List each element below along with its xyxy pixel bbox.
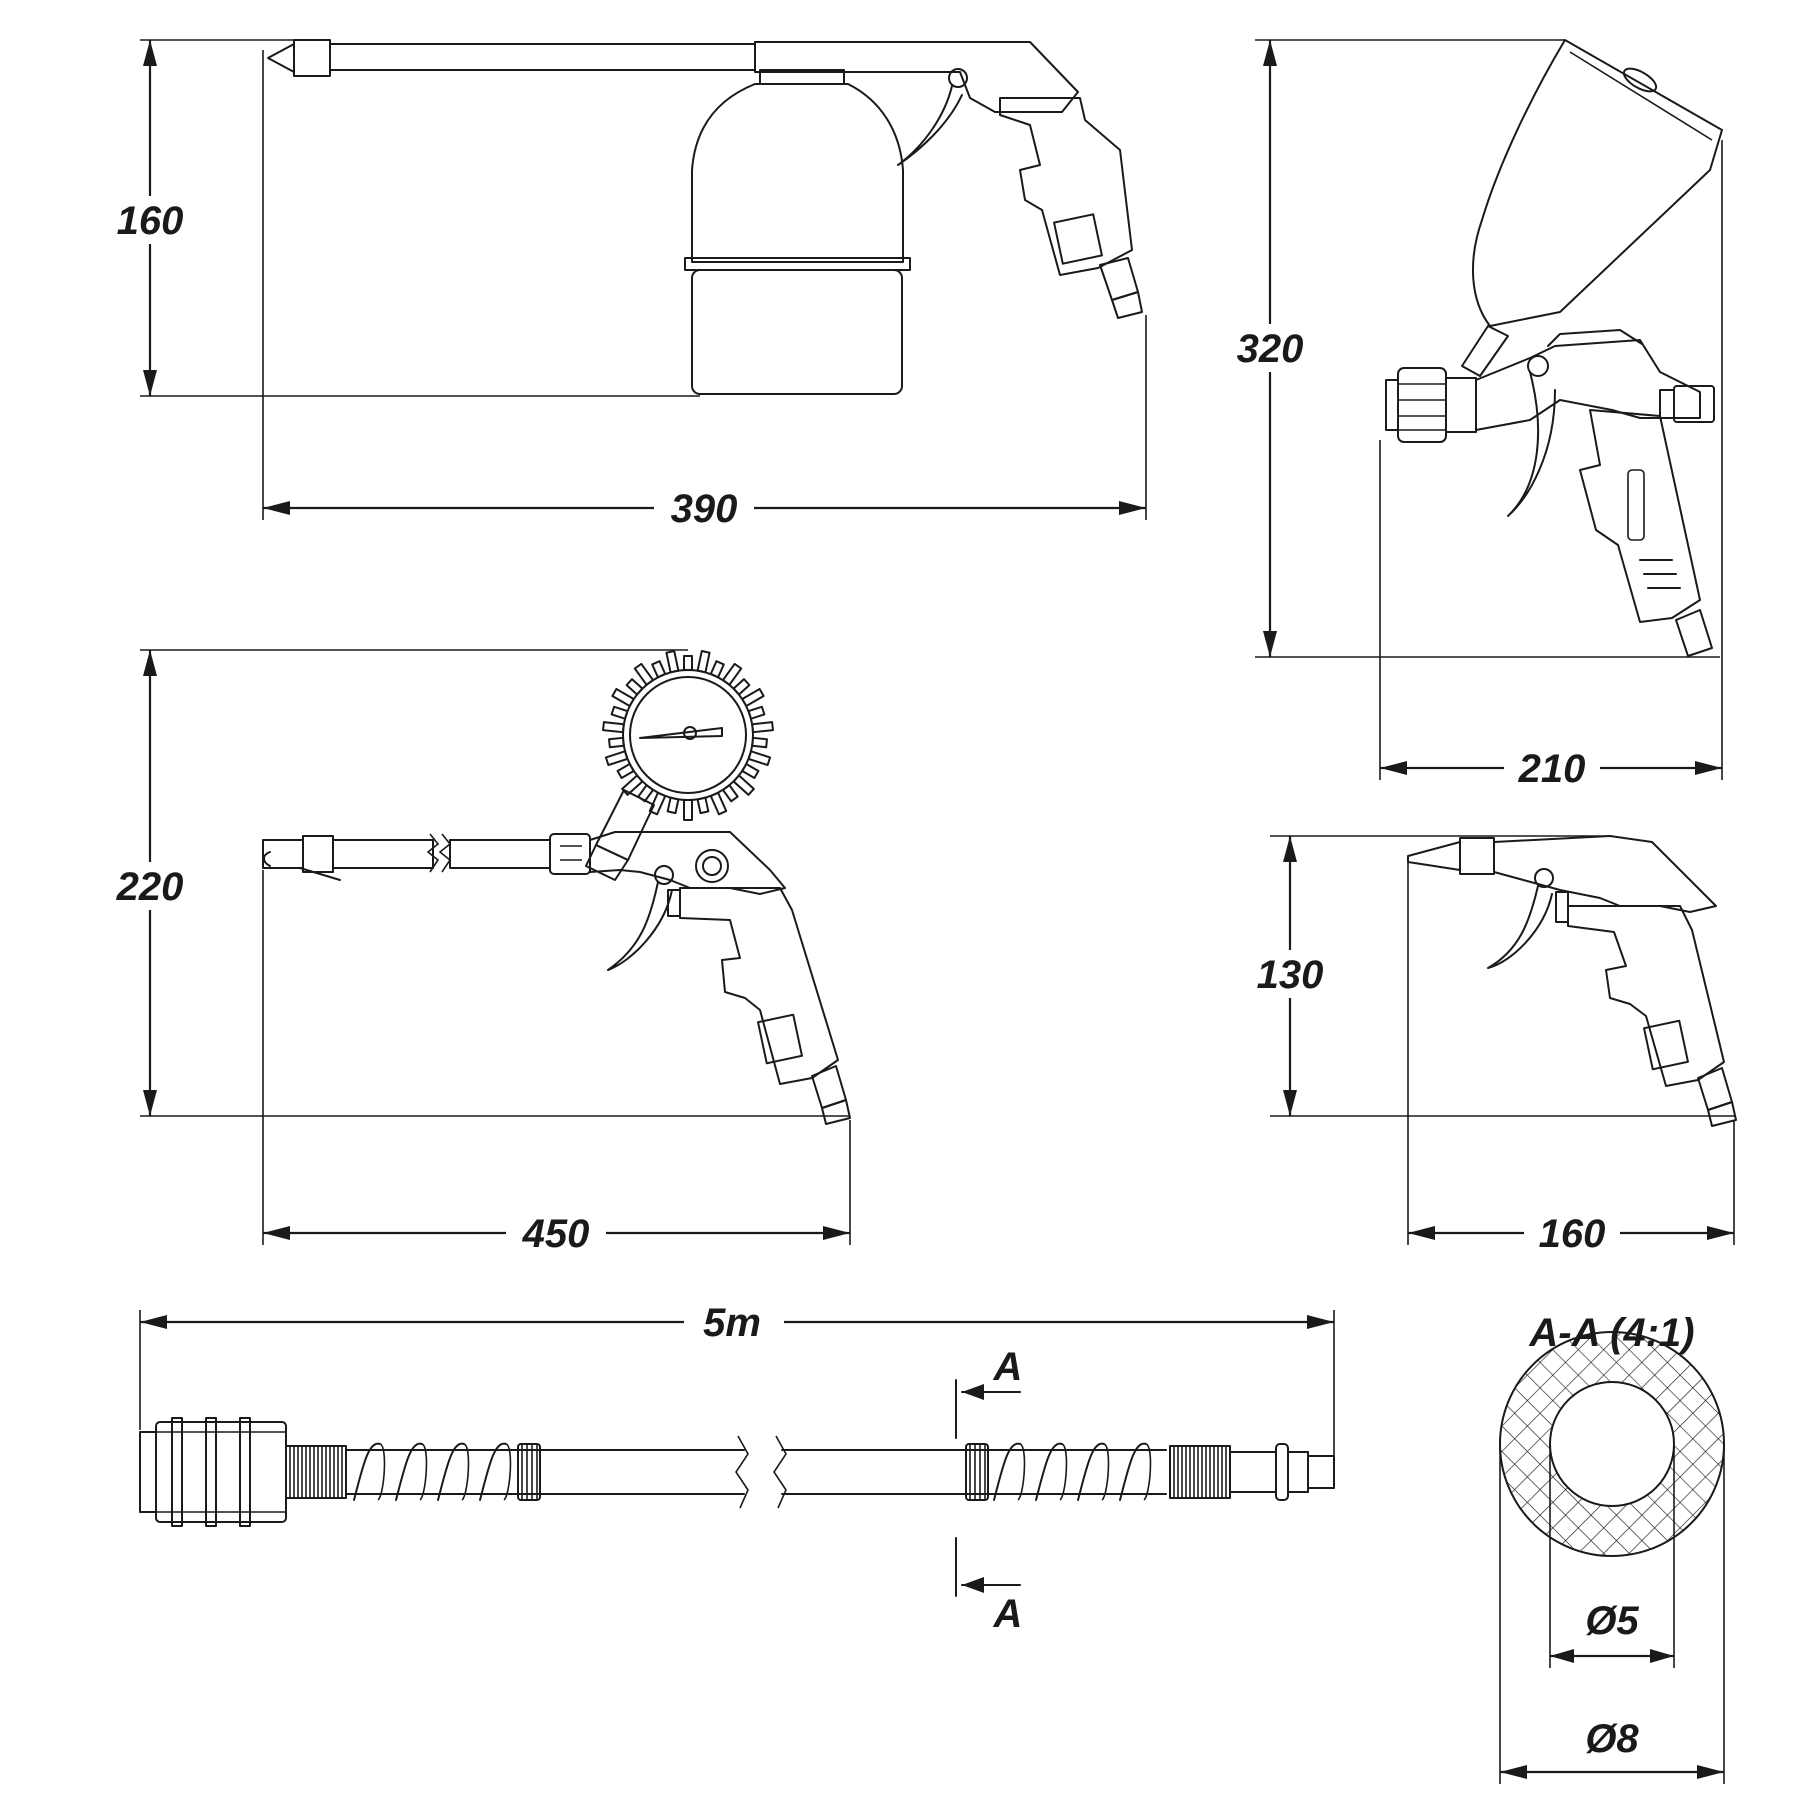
cut-label-bottom: A: [993, 1592, 1023, 1636]
hose-drawing: [139, 1379, 1335, 1597]
gauge-gun-dimensions: [108, 649, 851, 1257]
dim-spray-gun-length: 210: [1518, 747, 1586, 791]
blow-gun-dimensions: [1248, 835, 1736, 1257]
dim-cup-gun-height: 160: [117, 199, 184, 243]
dim-outer-diameter: Ø8: [1585, 1717, 1639, 1761]
dim-inner-diameter: Ø5: [1585, 1599, 1639, 1643]
section-title: A-A (4:1): [1528, 1311, 1694, 1355]
blow-gun-drawing: [1407, 835, 1737, 1127]
hose-ferrule-left: [285, 1445, 347, 1499]
dim-gauge-gun-height: 220: [116, 865, 184, 909]
spray-gun-drawing: [1385, 39, 1723, 657]
dim-blow-gun-length: 160: [1539, 1212, 1606, 1256]
dim-gauge-gun-length: 450: [522, 1212, 590, 1256]
dim-hose-length: 5m: [703, 1301, 761, 1345]
cup-gun-drawing: [267, 39, 1143, 395]
gauge-gun-drawing: [262, 650, 851, 1125]
dim-cup-gun-length: 390: [671, 487, 738, 531]
spring-guard-right: [965, 1442, 1152, 1501]
hose-ferrule-right: [1169, 1445, 1231, 1499]
cut-label-top: A: [993, 1345, 1023, 1389]
cup-gun-dimensions: [108, 39, 1147, 532]
section-view: [1499, 1331, 1725, 1784]
dim-blow-gun-height: 130: [1257, 953, 1324, 997]
spring-guard-left: [353, 1442, 541, 1501]
dim-spray-gun-height: 320: [1237, 327, 1304, 371]
hose-dimensions: [139, 1298, 1335, 1456]
spray-gun-dimensions: [1228, 39, 1723, 792]
